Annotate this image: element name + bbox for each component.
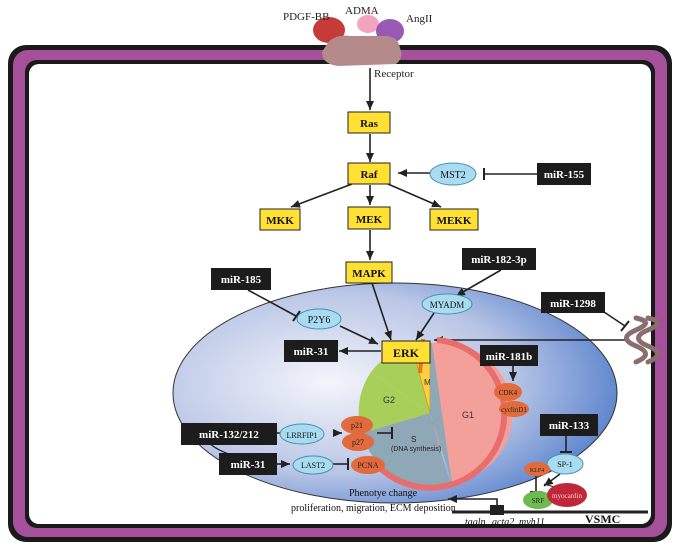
mir1298-label: miR-1298	[550, 298, 596, 310]
mekk-label: MEKK	[437, 215, 472, 227]
myadm-label: MYADM	[430, 300, 465, 310]
mir132-box	[181, 423, 277, 445]
mir1298-box	[541, 292, 605, 313]
p27-label: p27	[352, 438, 364, 447]
myocardin-label: myocardin	[552, 492, 582, 500]
p2y6-label: P2Y6	[308, 315, 331, 326]
inhibit-bar-p2y6	[292, 310, 301, 322]
cdk4-node	[494, 383, 522, 401]
cdk4-label: CDK4	[499, 389, 518, 397]
raf-label: Raf	[360, 169, 377, 181]
arrow-raf-mekk	[387, 183, 442, 208]
erk-box	[381, 340, 431, 364]
mir132-label: miR-132/212	[199, 429, 259, 441]
arrow-mir1823p-myadm	[455, 269, 502, 297]
raf-box	[347, 162, 391, 185]
myadm-node	[421, 293, 473, 315]
dna-promoter	[490, 505, 504, 515]
mir181b-label: miR-181b	[486, 351, 532, 363]
erk-label: ERK	[393, 346, 420, 360]
mir31a-box	[284, 340, 338, 362]
mir133-box	[540, 414, 598, 436]
mekk-box	[429, 208, 479, 231]
gene-tagln: tagln	[465, 517, 486, 528]
srf-node	[523, 491, 553, 509]
ras-box	[347, 111, 391, 134]
phenotype-title: Phenotye change	[349, 488, 418, 499]
arrow-transcription	[448, 495, 498, 505]
p21-label: p21	[351, 421, 363, 430]
angii-label: AngII	[406, 13, 433, 25]
pcna-label: PCNA	[357, 461, 379, 470]
mir1823p-box	[462, 248, 536, 270]
mapk-label: MAPK	[352, 268, 386, 280]
receptor-shape	[322, 35, 402, 66]
gene-acta2: acta2	[492, 517, 514, 528]
mst2-node	[429, 162, 477, 186]
g2-label: G2	[383, 395, 395, 405]
mir185-label: miR-185	[221, 274, 262, 286]
mir133-label: miR-133	[549, 420, 590, 432]
klf4-node	[524, 462, 550, 476]
mir31b-label: miR-31	[231, 459, 266, 471]
mir1823p-label: miR-182-3p	[471, 254, 527, 266]
receptor-label: Receptor	[374, 68, 414, 80]
ras-label: Ras	[360, 118, 378, 130]
pcna-node	[351, 456, 385, 474]
cycle-g2-segment	[358, 372, 430, 433]
arrow-mapk-erk	[371, 282, 392, 341]
lrrfip1-label: LRRFIP1	[286, 431, 317, 440]
mir31a-label: miR-31	[294, 346, 329, 358]
arrow-myadm-erk	[415, 312, 435, 341]
lrrfip1-node	[279, 423, 325, 445]
sp1-label: SP-1	[557, 460, 573, 469]
mkk-label: MKK	[266, 215, 294, 227]
arrow-raf-mkk	[290, 183, 353, 208]
cycle-arrow-ring	[377, 337, 508, 491]
adma-ligand	[357, 15, 379, 33]
cyclind1-label: cyclinD1	[501, 406, 527, 414]
p21-node	[341, 416, 373, 434]
m-label: M	[424, 378, 431, 387]
last2-label: LAST2	[301, 461, 325, 470]
mapk-box	[345, 261, 393, 284]
mir185-box	[211, 268, 271, 290]
cyclind1-node	[499, 401, 529, 417]
pdgf-ligand	[313, 17, 345, 43]
s-label: S	[411, 435, 416, 444]
adma-label: ADMA	[345, 5, 379, 17]
mir31b-box	[219, 453, 277, 475]
phenotype-effects: proliferation, migration, ECM deposition	[291, 503, 456, 514]
cell-label: VSMC	[585, 512, 620, 526]
gpcr-receptor	[624, 315, 660, 365]
inhibit-mir1298-receptor	[603, 311, 626, 327]
s-sub-label: (DNA synthesis)	[391, 446, 441, 453]
p2y6-node	[296, 308, 342, 330]
klf4-label: KLF4	[530, 468, 544, 474]
myocardin-node	[547, 483, 587, 507]
last2-node	[292, 455, 334, 475]
mek-label: MEK	[356, 214, 383, 226]
mkk-box	[259, 208, 301, 231]
arrow-sp1-klf4	[543, 473, 561, 487]
srf-label: SRF	[532, 497, 545, 505]
pdgf-label: PDGF-BB	[283, 11, 329, 23]
mir155-label: miR-155	[544, 169, 585, 181]
p27-node	[342, 433, 374, 451]
mst2-label: MST2	[440, 170, 466, 181]
inhibit-bar-receptor2	[620, 320, 630, 332]
sp1-node	[546, 453, 584, 475]
gene-myh11: myh11	[519, 517, 545, 528]
inhibit-mir185-p2y6	[247, 289, 297, 317]
g1-label: G1	[462, 410, 474, 420]
mir181b-box	[480, 345, 538, 366]
mir155-box	[537, 163, 591, 185]
mek-box	[347, 206, 391, 230]
arrow-p2y6-erk	[339, 325, 379, 345]
